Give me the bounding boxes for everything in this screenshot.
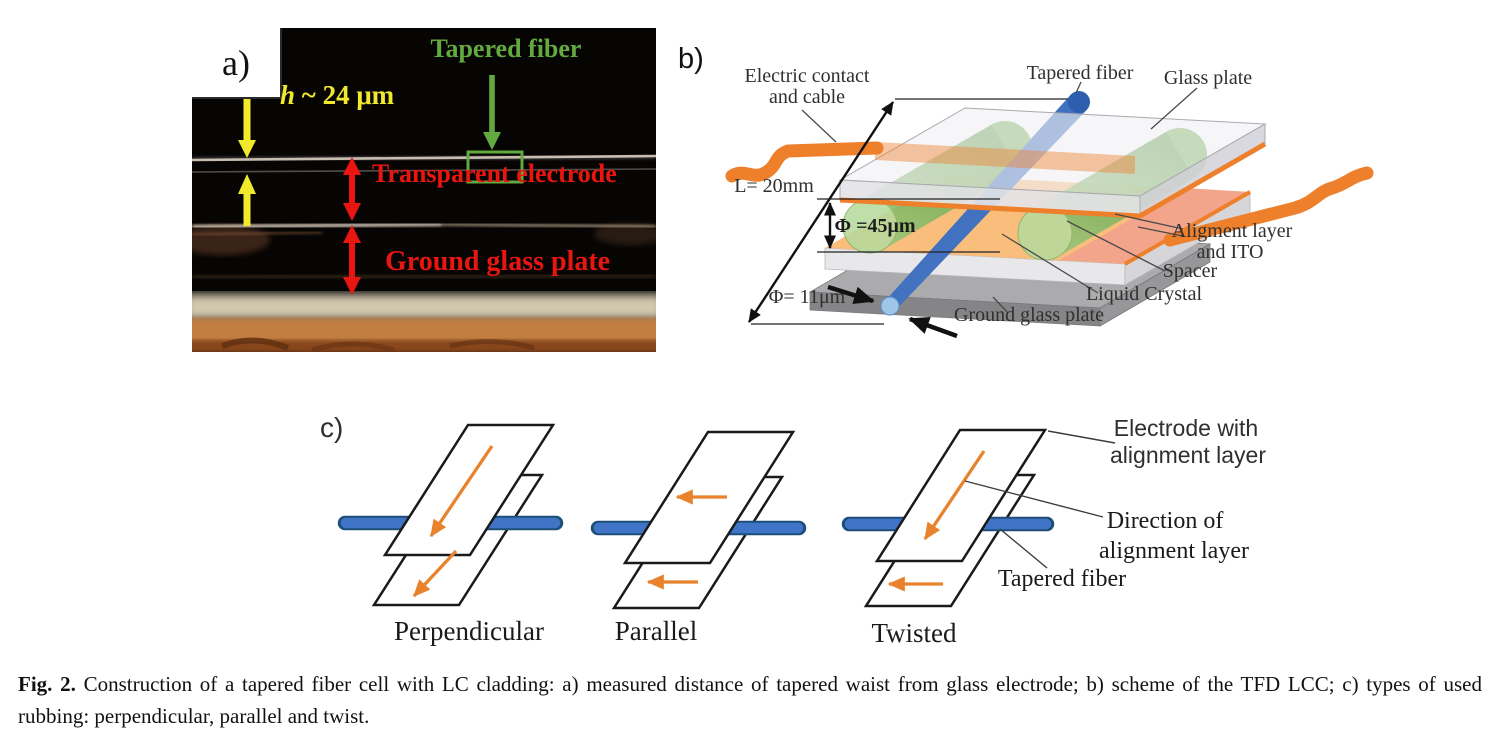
spacer-label: Spacer <box>1163 260 1218 282</box>
photo-texture <box>192 153 656 352</box>
panel-b-scheme: b) Electric contact and cable Tapered fi… <box>678 43 1374 339</box>
panel-b-tag: b) <box>678 43 704 75</box>
panel-c-leader-lines <box>964 430 1116 569</box>
fiber-diameter-label: Φ= 11μm <box>769 286 846 308</box>
height-arrows-icon <box>238 78 256 226</box>
panel-c-rubbing-types: c) Perpendicular Parallel <box>320 412 1266 648</box>
electrode-alignment-label-2: alignment layer <box>1110 442 1266 468</box>
parallel-label: Parallel <box>615 616 697 646</box>
panel-a-photo-art <box>192 75 656 352</box>
transparent-electrode-label: Transparent electrode <box>372 159 617 188</box>
ground-glass-plate-label: Ground glass plate <box>954 304 1104 326</box>
liquid-crystal-label: Liquid Crystal <box>1086 283 1203 305</box>
spacer-diameter-arrow <box>817 198 1000 253</box>
twisted-diagram <box>841 428 1055 608</box>
ground-glass-plate-label: Ground glass plate <box>385 246 611 277</box>
spacer-diameter-label: Φ =45μm <box>835 215 916 237</box>
fiber-tip-shape <box>880 296 900 316</box>
perpendicular-label: Perpendicular <box>394 616 544 646</box>
caption-label: Fig. 2. <box>18 672 76 696</box>
electrode-alignment-label-1: Electrode with <box>1114 415 1258 441</box>
alignment-ito-label-2: and ITO <box>1197 241 1264 263</box>
twisted-label: Twisted <box>871 618 957 648</box>
figure-caption: Fig. 2. Construction of a tapered fiber … <box>18 668 1482 732</box>
direction-alignment-label-2: alignment layer <box>1099 538 1249 564</box>
alignment-ito-label-1: Aligment layer <box>1172 220 1293 242</box>
length-label: L= 20mm <box>734 175 814 197</box>
glass-plate-shape <box>838 107 1267 217</box>
height-label: h ~ 24 μm <box>280 80 395 110</box>
tapered-fiber-label-c: Tapered fiber <box>998 566 1126 592</box>
electric-contact-label-2: and cable <box>769 86 845 108</box>
leader-lines <box>801 81 1198 314</box>
ground-plate-arrow-icon <box>343 225 361 295</box>
right-cable-shape <box>1163 166 1374 247</box>
tapered-fiber-label: Tapered fiber <box>1027 62 1134 84</box>
fiber-diameter-arrows <box>827 284 958 339</box>
tapered-fiber-pointer-icon <box>466 75 524 184</box>
parallel-diagram <box>590 430 807 610</box>
panel-a-photo: a) h ~ 24 μm Tapered fiber Transparent e… <box>192 28 656 352</box>
length-dimension-arrow <box>747 98 1068 325</box>
glass-plate-label: Glass plate <box>1164 67 1252 89</box>
direction-alignment-label-1: Direction of <box>1107 508 1224 534</box>
electric-contact-label-1: Electric contact <box>745 65 870 87</box>
caption-text: Construction of a tapered fiber cell wit… <box>18 672 1482 728</box>
panel-c-tag: c) <box>320 412 343 443</box>
panel-a-tag: a) <box>192 28 282 99</box>
ito-band-shape <box>875 142 1135 174</box>
perpendicular-diagram <box>337 423 564 607</box>
tapered-fiber-label: Tapered fiber <box>430 34 582 63</box>
ito-edge-shape <box>839 141 1267 219</box>
electrode-arrow-icon <box>343 157 361 221</box>
